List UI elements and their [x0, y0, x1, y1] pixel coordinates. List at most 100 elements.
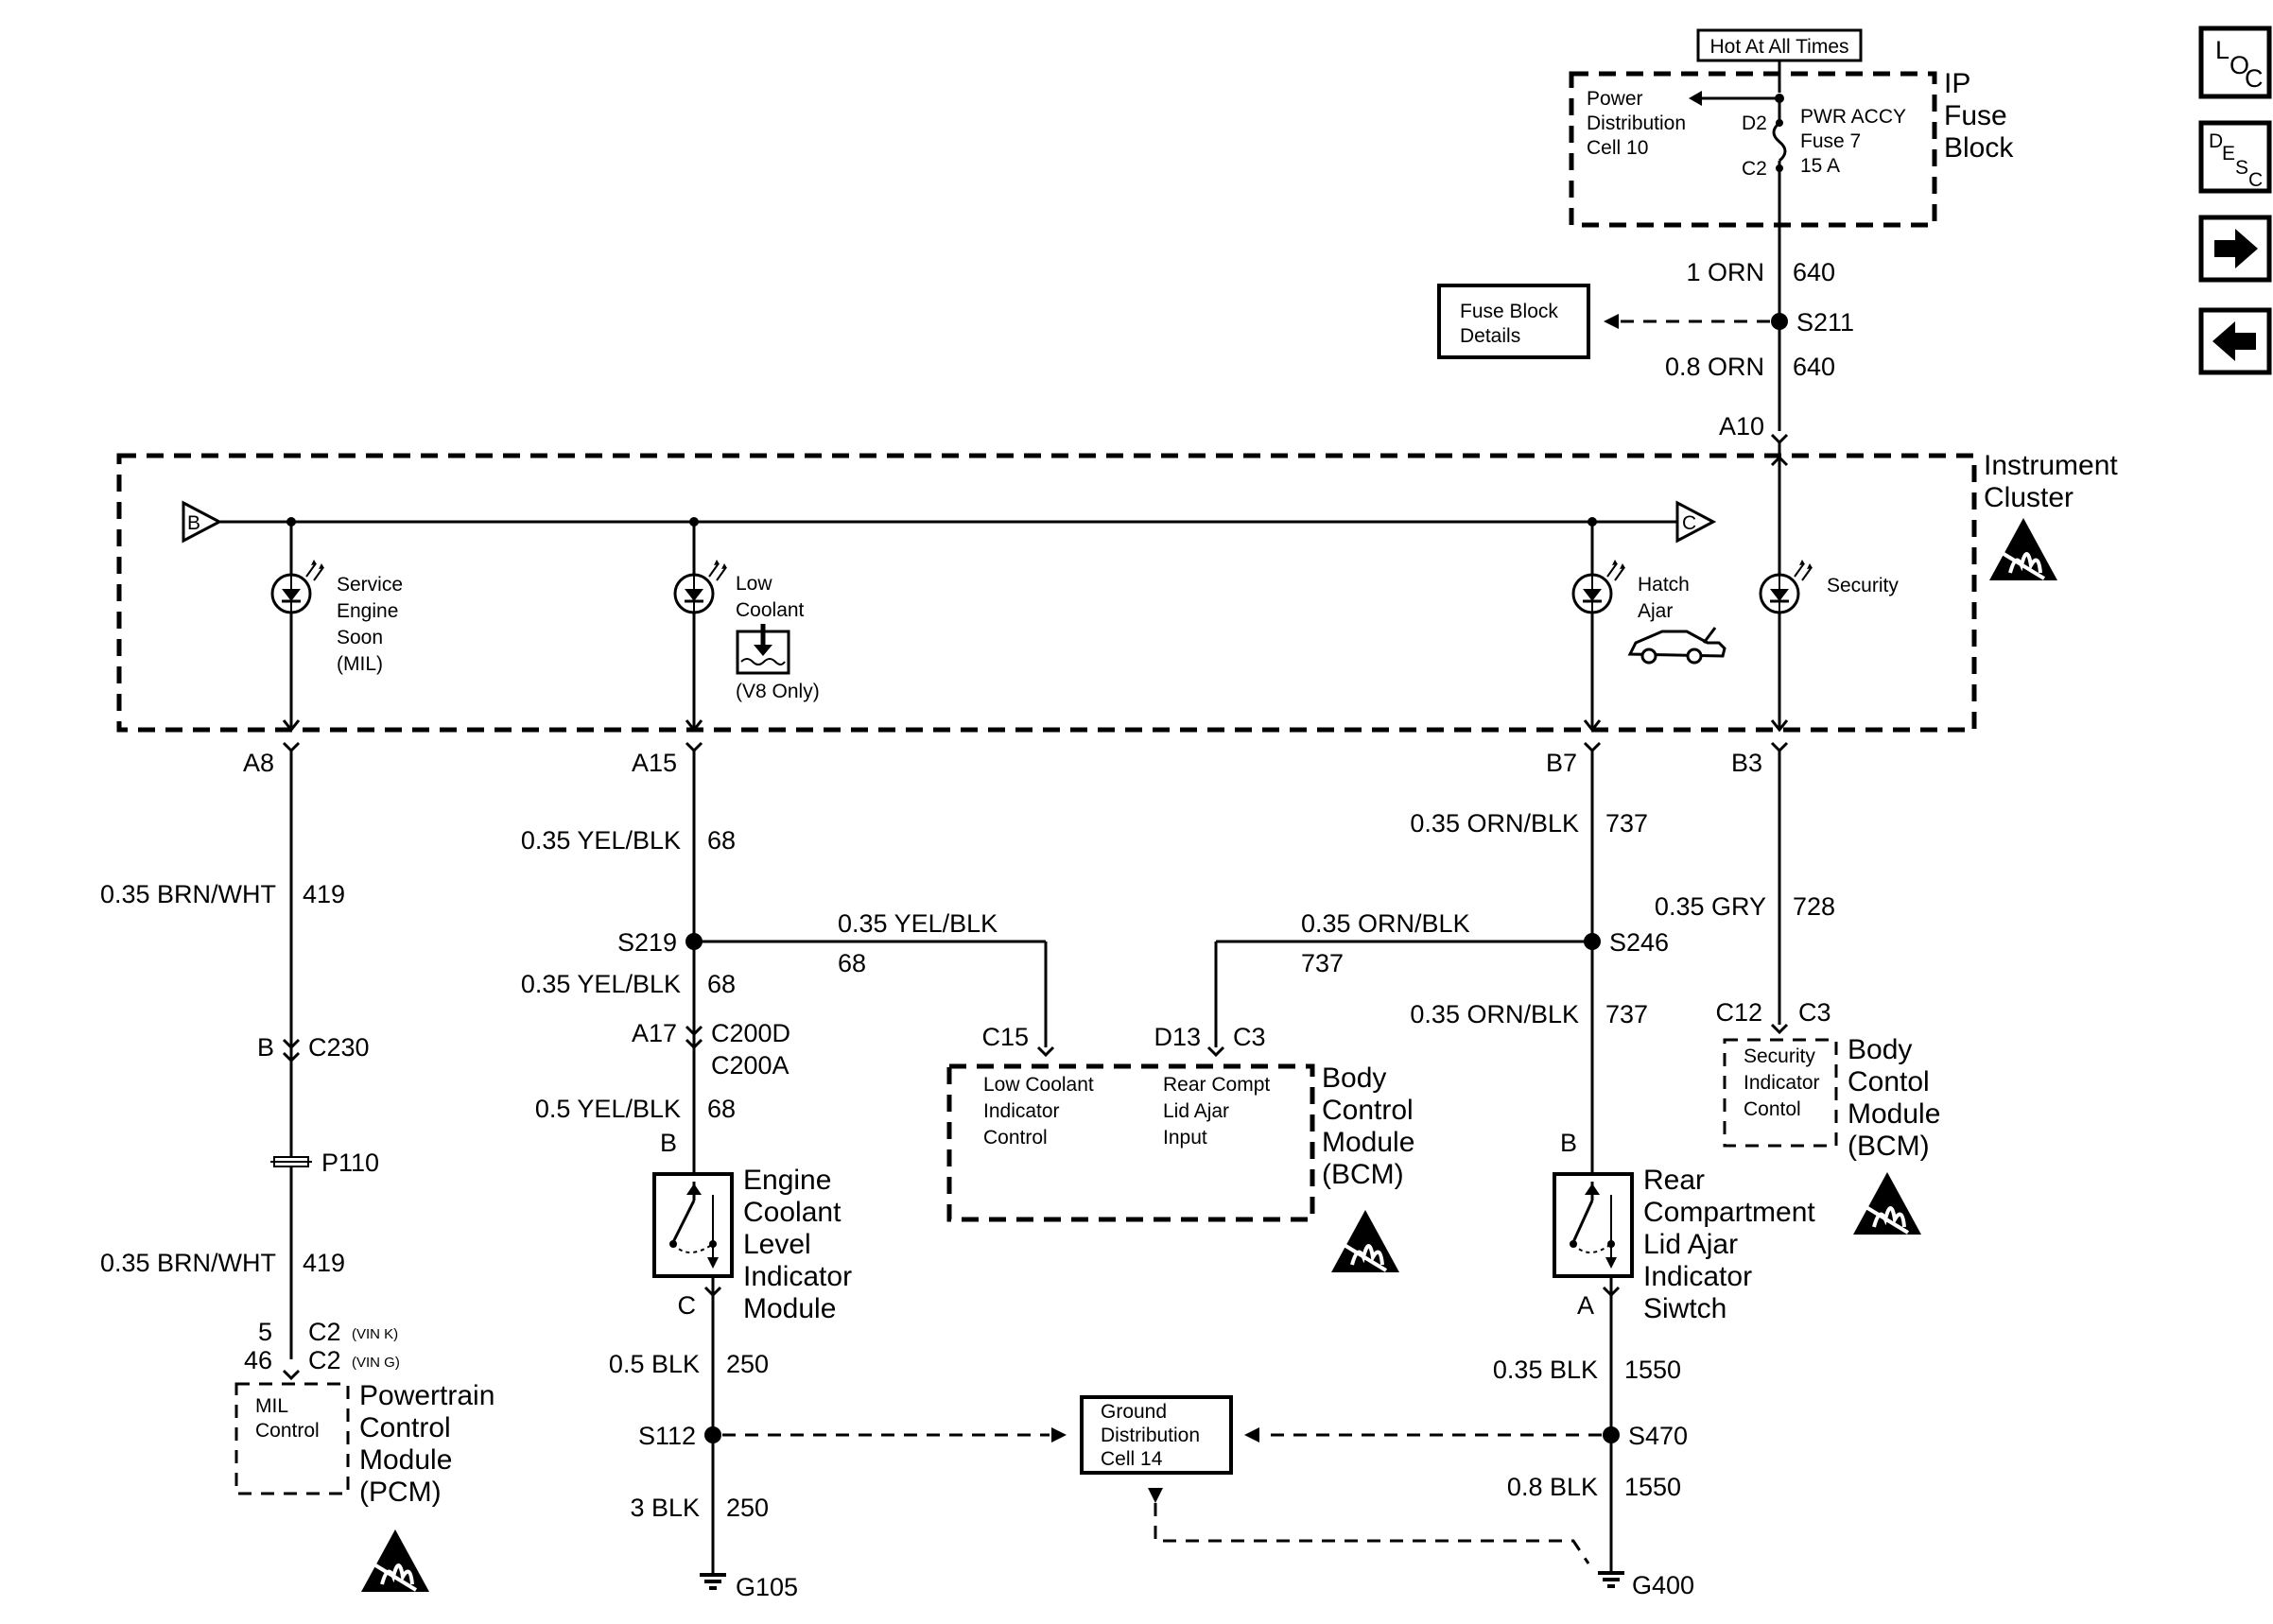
ground-icon	[698, 1573, 728, 1590]
arrow-right-icon	[2214, 229, 2258, 268]
svg-text:P110: P110	[321, 1149, 379, 1177]
security-lamp-icon	[1759, 558, 1814, 614]
svg-text:0.35 YEL/BLK: 0.35 YEL/BLK	[521, 826, 681, 855]
svg-text:(MIL): (MIL)	[337, 653, 383, 675]
rear-compartment-lid-ajar-switch-title: Rear Compartment Lid Ajar Indicator Siwt…	[1643, 1165, 1815, 1324]
svg-text:Fuse Block: Fuse Block	[1460, 301, 1558, 322]
svg-text:C200A: C200A	[711, 1051, 789, 1080]
power-distribution-cell-10: Power Distribution Cell 10	[1587, 88, 1686, 159]
svg-text:B: B	[257, 1033, 274, 1062]
ground-g105-label: G105	[736, 1573, 798, 1601]
svg-text:Low Coolant: Low Coolant	[983, 1074, 1094, 1096]
svg-text:Power: Power	[1587, 88, 1643, 110]
pcm-mil-control-outline	[234, 1382, 350, 1495]
splice-s246	[1584, 933, 1601, 950]
svg-text:737: 737	[1301, 949, 1344, 977]
svg-text:Module: Module	[743, 1293, 836, 1324]
svg-text:Low: Low	[736, 573, 772, 595]
lid-ajar-switch-icon	[1553, 1172, 1634, 1278]
wire-label-gry-728: 0.35 GRY 728	[1655, 892, 1835, 921]
location-button[interactable]: L O C	[2198, 26, 2272, 99]
bcm-center-title: Body Control Module (BCM)	[1322, 1063, 1414, 1190]
splice-s219-label: S219	[617, 928, 677, 957]
svg-text:419: 419	[303, 1249, 345, 1277]
svg-text:Lid Ajar: Lid Ajar	[1643, 1229, 1738, 1260]
svg-text:Level: Level	[743, 1229, 811, 1260]
cluster-bus-line: B C	[182, 500, 1717, 544]
svg-text:Block: Block	[1944, 132, 2014, 164]
connector-a8-icon	[282, 741, 301, 753]
svg-text:Ground: Ground	[1101, 1401, 1167, 1423]
coolant-level-icon	[736, 624, 790, 675]
hatch-ajar-lamp-icon	[1571, 558, 1627, 614]
link-arrow-icon	[1051, 1427, 1067, 1443]
v8-only-label: (V8 Only)	[736, 681, 820, 702]
g400-ground-link	[1154, 1503, 1590, 1564]
ground-distribution-cell-14-box[interactable]: Ground Distribution Cell 14	[1080, 1395, 1233, 1475]
security-feed-arrow-icon	[1770, 455, 1789, 467]
wire-label-orn-blk-737-lower: 0.35 ORN/BLK 737	[1410, 1000, 1648, 1028]
svg-text:46: 46	[244, 1346, 272, 1374]
svg-text:E: E	[2222, 143, 2235, 164]
connector-a15-icon	[685, 741, 703, 753]
wire-label-yel-blk-68-branch: 0.35 YEL/BLK 68	[838, 909, 998, 977]
svg-text:0.35 YEL/BLK: 0.35 YEL/BLK	[521, 970, 681, 998]
wire-label-brn-wht-419-lower: 0.35 BRN/WHT 419	[100, 1249, 345, 1277]
mil-lamp-icon	[270, 558, 326, 614]
svg-text:(VIN K): (VIN K)	[352, 1326, 398, 1342]
arrow-left-icon	[2212, 321, 2256, 361]
svg-text:D13: D13	[1154, 1023, 1201, 1051]
wire-label-1-orn-640: 1 ORN 640	[1686, 258, 1835, 286]
svg-text:C: C	[2248, 169, 2263, 191]
svg-text:IP: IP	[1944, 68, 1970, 99]
security-label: Security	[1827, 575, 1899, 596]
svg-text:C3: C3	[1233, 1023, 1266, 1051]
svg-text:Security: Security	[1744, 1045, 1815, 1067]
ground-g400-label: G400	[1632, 1571, 1694, 1599]
svg-text:0.8 ORN: 0.8 ORN	[1665, 353, 1764, 381]
svg-text:C2: C2	[308, 1318, 341, 1346]
wire-label-orn-blk-737-branch: 0.35 ORN/BLK 737	[1301, 909, 1470, 977]
wire-label-blk-1550-lower: 0.8 BLK 1550	[1507, 1473, 1681, 1501]
svg-text:Details: Details	[1460, 325, 1520, 347]
svg-text:728: 728	[1793, 892, 1835, 921]
link-arrow-icon	[1604, 314, 1619, 329]
svg-text:250: 250	[726, 1350, 769, 1378]
svg-text:Contol: Contol	[1744, 1098, 1801, 1120]
svg-text:Contol: Contol	[1848, 1066, 1930, 1097]
svg-text:Engine: Engine	[337, 600, 398, 622]
previous-page-button[interactable]	[2198, 307, 2272, 375]
svg-text:C: C	[1682, 512, 1696, 534]
svg-text:C200D: C200D	[711, 1019, 790, 1047]
svg-text:Rear Compt: Rear Compt	[1163, 1074, 1270, 1096]
connector-b7-icon	[1583, 741, 1602, 753]
splice-s112-label: S112	[638, 1422, 696, 1450]
svg-text:D2: D2	[1742, 112, 1767, 134]
svg-text:Module: Module	[1848, 1098, 1940, 1130]
car-hatch-icon	[1627, 627, 1726, 665]
svg-text:0.35 ORN/BLK: 0.35 ORN/BLK	[1410, 809, 1579, 838]
rear-compt-lid-ajar-input-label: Rear Compt Lid Ajar Input	[1163, 1074, 1270, 1149]
connector-a15-label: A15	[632, 749, 677, 777]
svg-text:Control: Control	[983, 1127, 1048, 1149]
svg-text:S: S	[2235, 157, 2248, 179]
svg-text:A17: A17	[632, 1019, 677, 1047]
fuse-block-details-box[interactable]: Fuse Block Details	[1437, 284, 1590, 359]
pin-c-label: C	[678, 1291, 697, 1320]
pin-b-label: B	[1560, 1129, 1577, 1157]
bcm-security-outline	[1723, 1038, 1838, 1148]
svg-text:5: 5	[258, 1318, 272, 1346]
svg-text:Lid Ajar: Lid Ajar	[1163, 1100, 1229, 1122]
next-page-button[interactable]	[2198, 215, 2272, 283]
wire-label-blk-250-upper: 0.5 BLK 250	[609, 1350, 769, 1378]
ground-icon	[1596, 1571, 1626, 1588]
svg-text:68: 68	[707, 970, 736, 998]
svg-text:Cell 14: Cell 14	[1101, 1448, 1163, 1470]
esd-warning-icon	[1987, 516, 2059, 582]
description-button[interactable]: D E S C	[2198, 120, 2272, 194]
esd-warning-icon	[1329, 1208, 1401, 1274]
low-coolant-label: Low Coolant	[736, 573, 805, 621]
wire-label-blk-250-lower: 3 BLK 250	[630, 1494, 769, 1522]
svg-text:Control: Control	[255, 1420, 320, 1442]
